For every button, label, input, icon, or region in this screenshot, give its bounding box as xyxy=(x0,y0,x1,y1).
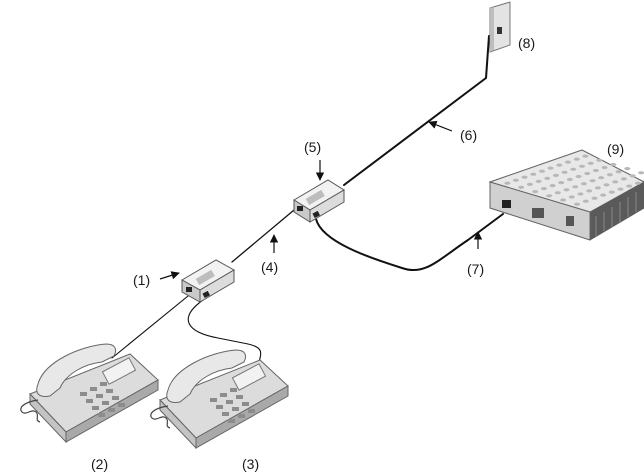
vent-hole xyxy=(617,187,624,191)
vent-hole xyxy=(610,162,617,167)
modem-icon xyxy=(488,149,644,241)
label-splitter-1: (1) xyxy=(133,272,150,288)
vent-hole xyxy=(615,170,622,174)
vent-hole xyxy=(565,160,571,164)
vent-hole xyxy=(579,164,585,168)
vent-hole xyxy=(584,171,591,176)
vent-hole xyxy=(554,191,561,195)
vent-hole xyxy=(518,185,525,189)
vent-hole xyxy=(512,178,519,182)
vent-hole xyxy=(563,188,570,192)
vent-hole xyxy=(592,168,599,173)
vent-hole xyxy=(572,185,579,189)
vent-hole xyxy=(606,173,613,177)
vent-hole xyxy=(587,161,594,165)
cable-line-7 xyxy=(315,213,504,272)
vent-hole xyxy=(532,190,539,194)
vent-hole xyxy=(600,193,607,197)
label-line-7: (7) xyxy=(467,261,484,277)
vent-hole xyxy=(624,167,631,171)
vent-hole xyxy=(612,180,619,184)
cable-line-4 xyxy=(231,204,301,263)
vent-hole xyxy=(629,174,636,178)
vent-hole xyxy=(544,176,551,180)
label-modem-9: (9) xyxy=(607,141,624,157)
vent-hole xyxy=(526,182,533,186)
cable-phone-2 xyxy=(111,295,189,359)
label-phone-3: (3) xyxy=(242,456,259,472)
vent-hole xyxy=(504,181,511,185)
vent-hole xyxy=(540,187,547,191)
keypad xyxy=(210,388,255,423)
vent-hole xyxy=(601,165,608,170)
vent-hole xyxy=(589,179,596,183)
telephone-icon xyxy=(150,349,289,450)
vent-hole xyxy=(566,177,573,182)
vent-hole xyxy=(539,169,545,173)
arrow-icon xyxy=(159,271,180,280)
cable-line-6 xyxy=(343,32,501,186)
vent-hole xyxy=(591,196,598,200)
vent-hole xyxy=(582,154,589,158)
telephone-icon xyxy=(20,343,159,444)
vent-hole xyxy=(603,183,610,187)
cable-phone-3 xyxy=(187,299,262,365)
vent-hole xyxy=(582,199,589,203)
vent-hole xyxy=(549,184,556,188)
callout-arrows xyxy=(159,120,483,280)
vent-hole xyxy=(568,195,575,199)
label-wall-jack-8: (8) xyxy=(518,35,535,51)
label-phone-2: (2) xyxy=(91,456,108,472)
vent-hole xyxy=(561,170,568,174)
vent-hole xyxy=(558,181,565,185)
splitter-icon xyxy=(180,259,236,303)
vent-hole xyxy=(573,157,580,161)
vent-hole xyxy=(575,174,582,179)
label-line-4: (4) xyxy=(261,259,278,275)
vent-hole xyxy=(598,176,605,180)
label-line-6: (6) xyxy=(460,127,477,143)
vent-hole xyxy=(634,181,641,185)
callout-labels: (1) (2) (3) (4) (5) (6) (7) (8) (9) xyxy=(91,35,624,472)
vent-hole xyxy=(530,172,537,176)
wall-jack-icon xyxy=(489,1,511,53)
splitter-icon xyxy=(293,179,345,223)
vent-hole xyxy=(521,175,528,179)
vent-hole xyxy=(560,198,567,202)
arrow-icon xyxy=(428,120,453,132)
vent-hole xyxy=(608,190,615,194)
vent-hole xyxy=(626,184,633,188)
vent-hole xyxy=(620,177,627,181)
modem-side-fins xyxy=(595,192,637,236)
vent-hole xyxy=(574,202,581,206)
vent-hole xyxy=(577,192,584,196)
vent-hole xyxy=(580,182,587,186)
vent-hole xyxy=(596,158,603,162)
label-splitter-5: (5) xyxy=(304,139,321,155)
vent-hole xyxy=(546,194,553,198)
vent-hole xyxy=(570,167,577,171)
vent-hole xyxy=(586,189,593,193)
modem-vents xyxy=(504,154,644,206)
vent-hole xyxy=(638,171,644,175)
vent-hole xyxy=(535,179,542,183)
keypad xyxy=(80,382,125,417)
vent-hole xyxy=(556,163,563,167)
vent-hole xyxy=(552,173,559,177)
vent-hole xyxy=(594,186,601,190)
vent-hole xyxy=(547,166,554,170)
